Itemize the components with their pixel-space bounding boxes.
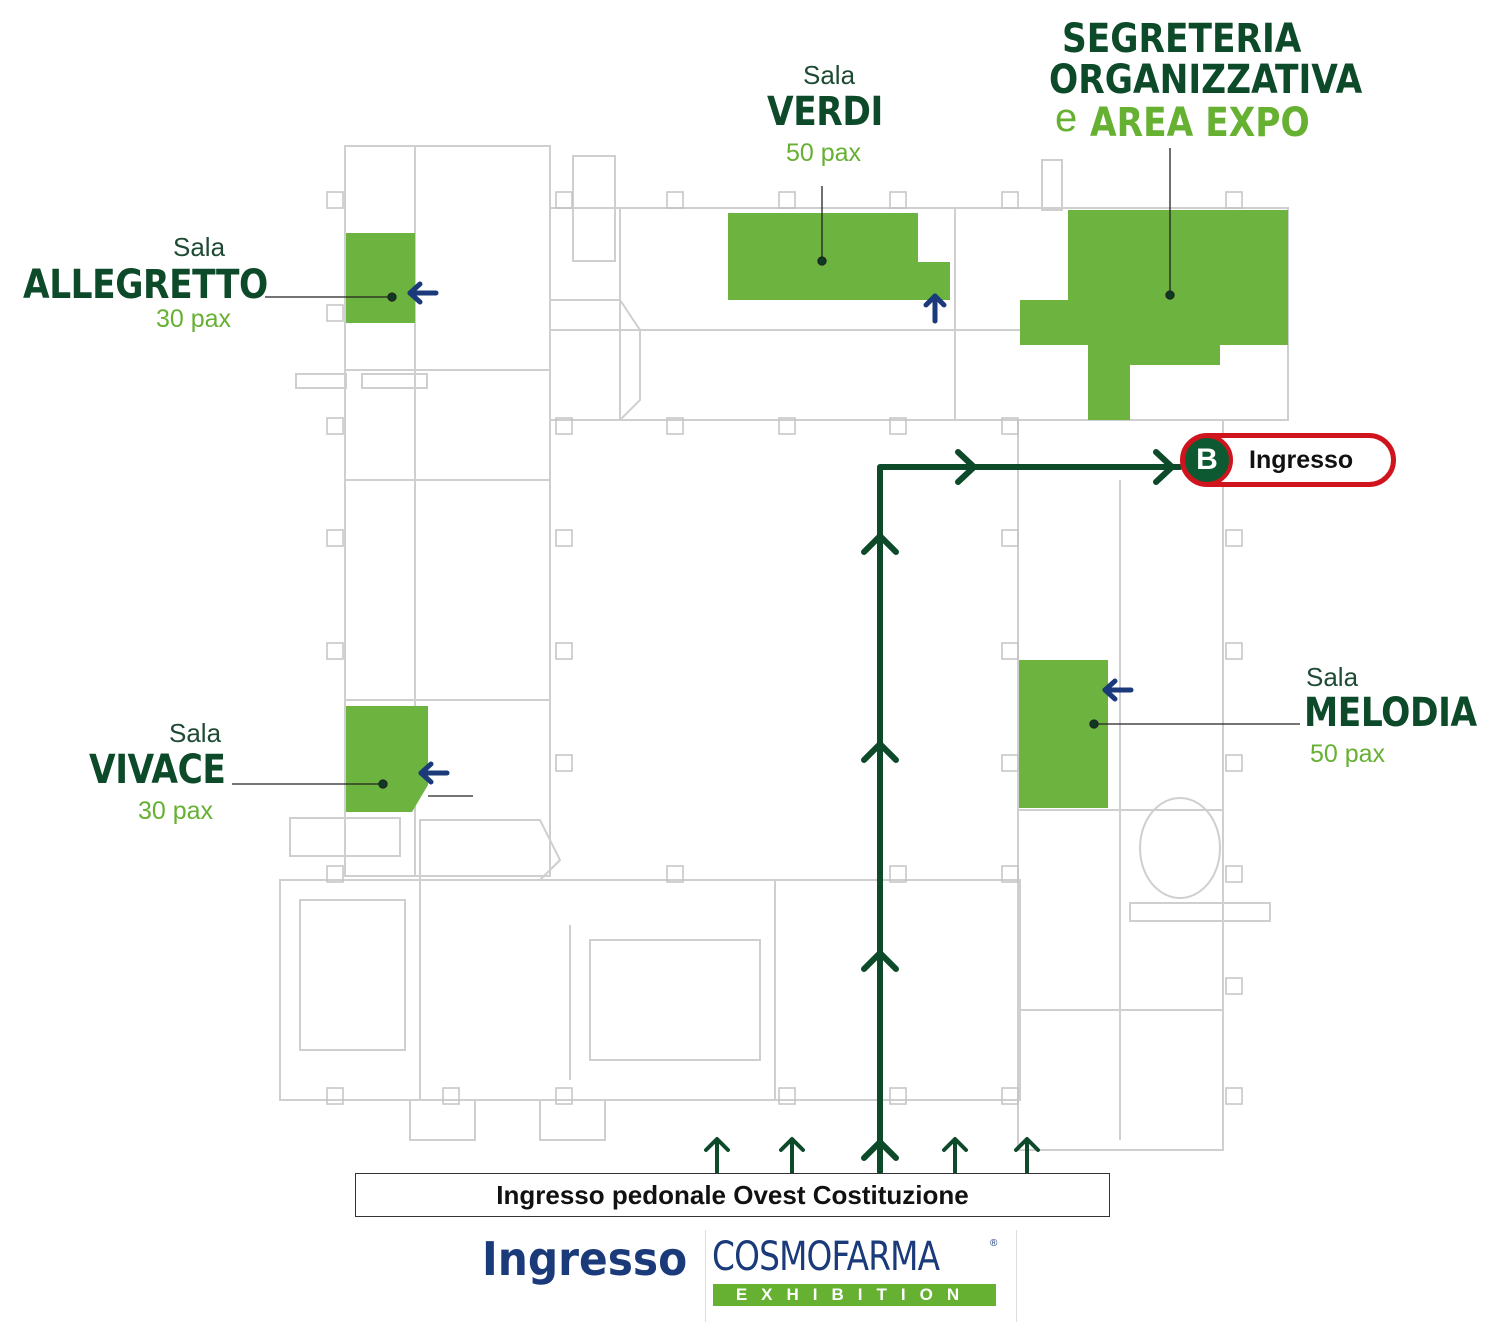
segreteria-conjunction: e xyxy=(1055,96,1078,140)
segreteria-area-expo[interactable] xyxy=(1020,210,1288,420)
entrance-b-badge[interactable]: B Ingresso xyxy=(1180,433,1396,487)
verdi-sala-label: Sala xyxy=(803,60,856,90)
segreteria-line1: SEGRETERIA xyxy=(1062,16,1302,62)
room-allegretto-area[interactable] xyxy=(346,233,415,323)
chevron-right-icon xyxy=(955,449,977,485)
verdi-name[interactable]: VERDI xyxy=(767,89,883,135)
arrow-left-icon xyxy=(407,281,439,305)
room-vivace-area[interactable] xyxy=(346,706,428,812)
arrow-up-icon xyxy=(923,293,947,324)
allegretto-name[interactable]: ALLEGRETTO xyxy=(23,262,268,308)
arrow-up-icon xyxy=(1014,1137,1040,1174)
chevron-up-icon xyxy=(861,950,899,972)
melodia-pax: 50 pax xyxy=(1310,740,1386,768)
arrow-up-icon xyxy=(704,1137,730,1174)
chevron-up-icon xyxy=(861,1139,899,1161)
room-entry-arrows xyxy=(407,281,1134,785)
arrow-left-icon xyxy=(1102,678,1134,702)
chevron-up-icon xyxy=(861,741,899,763)
segreteria-line2: ORGANIZZATIVA xyxy=(1049,57,1363,103)
logo-subtitle: EXHIBITION xyxy=(713,1284,996,1306)
verdi-pax: 50 pax xyxy=(786,139,862,167)
arrow-up-icon xyxy=(942,1137,968,1174)
entrance-b-label: Ingresso xyxy=(1249,446,1354,474)
entrance-b-letter: B xyxy=(1181,434,1233,486)
arrow-left-icon xyxy=(418,761,450,785)
room-verdi-area[interactable] xyxy=(728,213,950,300)
arrow-up-icon xyxy=(779,1137,805,1174)
allegretto-sala-label: Sala xyxy=(173,232,226,262)
cosmofarma-logo: COSMOFARMA ® EXHIBITION xyxy=(705,1230,1017,1322)
melodia-name[interactable]: MELODIA xyxy=(1304,690,1477,736)
building-outline xyxy=(279,145,1289,1151)
chevron-up-icon xyxy=(861,533,899,555)
leader-lines xyxy=(232,148,1300,797)
melodia-sala-label: Sala xyxy=(1306,662,1359,692)
area-expo-label[interactable]: AREA EXPO xyxy=(1090,100,1310,146)
chevron-right-icon xyxy=(1153,449,1175,485)
pedestrian-entrance-label[interactable]: Ingresso pedonale Ovest Costituzione xyxy=(355,1173,1110,1217)
vivace-pax: 30 pax xyxy=(138,797,214,825)
vivace-sala-label: Sala xyxy=(169,718,222,748)
allegretto-pax: 30 pax xyxy=(156,305,232,333)
walking-route xyxy=(861,449,1183,1175)
bottom-entrance-title: Ingresso xyxy=(482,1232,688,1286)
room-melodia-area[interactable] xyxy=(1019,660,1108,808)
vivace-name[interactable]: VIVACE xyxy=(89,747,226,793)
column-markers xyxy=(326,191,1243,1105)
entrance-arrows xyxy=(704,1137,1040,1174)
logo-wordmark: COSMOFARMA xyxy=(712,1234,940,1280)
registered-mark: ® xyxy=(990,1238,998,1249)
